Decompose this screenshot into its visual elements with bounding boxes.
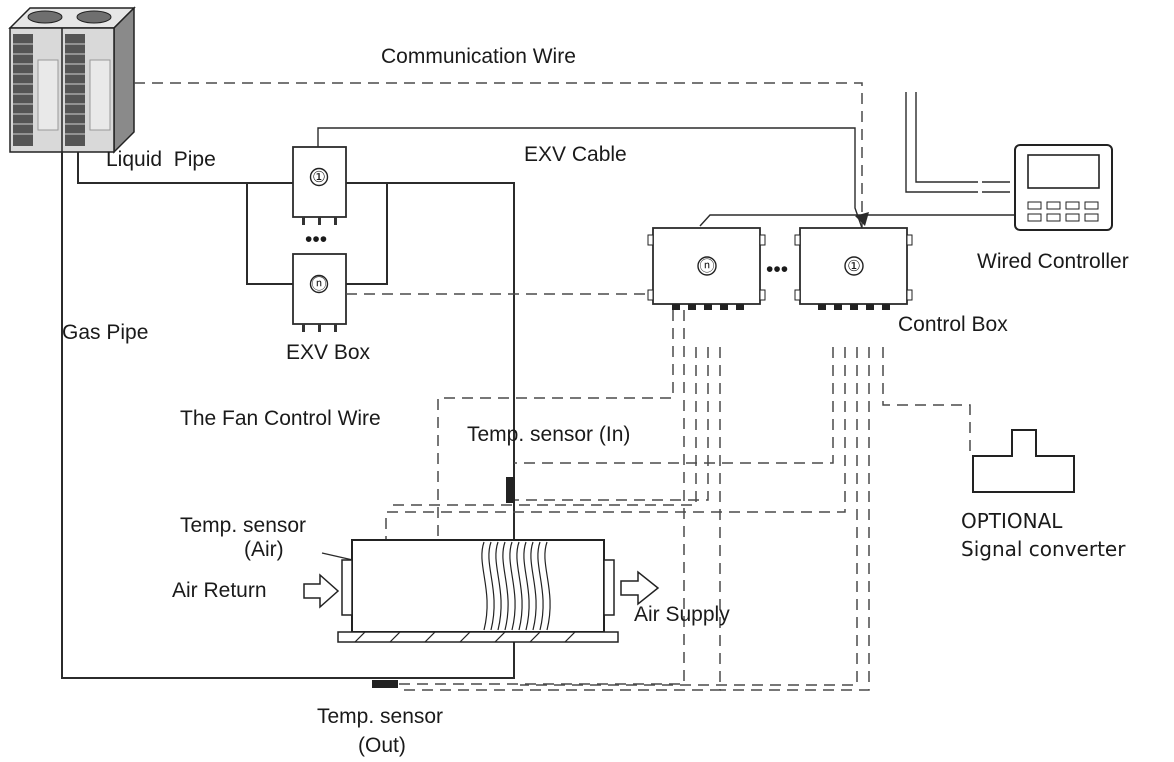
arrow-right-icon	[303, 573, 340, 609]
outdoor-unit-icon	[8, 6, 136, 154]
sensor-wires	[370, 310, 971, 691]
label-exv-box: EXV Box	[286, 341, 371, 364]
control-box-ellipsis: •••	[766, 258, 788, 281]
label-fan-control-wire: The Fan Control Wire	[180, 407, 381, 430]
temp-sensor-out	[372, 680, 398, 688]
exv-box-1: ①	[292, 146, 347, 225]
control-box-first-number: ①	[847, 257, 860, 275]
label-communication-wire: Communication Wire	[381, 45, 576, 68]
label-signal-converter: Signal converter	[961, 537, 1126, 561]
arrow-right-icon	[620, 570, 660, 606]
exv-box-ellipsis: •••	[305, 228, 327, 251]
signal-converter-icon	[972, 429, 1075, 493]
control-box-1: ①	[794, 227, 913, 310]
gas-pipe	[61, 152, 515, 679]
control-box-n: ⓝ	[647, 227, 766, 310]
exv-box-n: ⓝ	[292, 253, 347, 332]
label-air-return: Air Return	[172, 579, 267, 602]
label-exv-cable: EXV Cable	[524, 143, 627, 166]
indoor-duct-unit	[337, 539, 619, 643]
temp-sensor-in	[506, 477, 515, 503]
liquid-pipe	[77, 152, 515, 540]
label-optional: OPTIONAL	[961, 509, 1063, 533]
label-temp-sensor-in: Temp. sensor (In)	[467, 423, 630, 446]
label-temp-sensor-out-sub: (Out)	[358, 734, 406, 757]
label-temp-sensor-out: Temp. sensor	[317, 705, 443, 728]
exv-box-last-number: ⓝ	[311, 275, 326, 293]
label-wired-controller: Wired Controller	[977, 250, 1129, 273]
control-box-last-number: ⓝ	[699, 257, 714, 275]
communication-wire	[134, 82, 1020, 235]
label-air-supply: Air Supply	[634, 603, 730, 626]
wired-controller-icon	[1014, 144, 1113, 231]
wired-controller-link	[905, 92, 1010, 193]
label-control-box: Control Box	[898, 313, 1008, 336]
label-gas-pipe: Gas Pipe	[62, 321, 148, 344]
label-temp-sensor-air: Temp. sensor	[180, 514, 306, 537]
label-liquid-pipe: Liquid Pipe	[106, 148, 216, 171]
exv-box-first-number: ①	[312, 168, 325, 186]
label-temp-sensor-air-sub: (Air)	[244, 538, 284, 561]
